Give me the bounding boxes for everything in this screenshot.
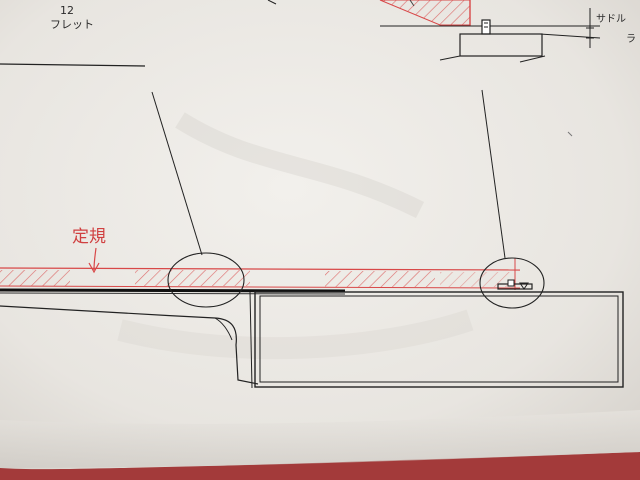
neck-heel-profile <box>0 305 259 385</box>
jougi-arrowhead <box>88 262 100 274</box>
partial-right-label: ラ <box>626 33 636 45</box>
saddle-inset-sketch: サドル ラ <box>267 0 636 63</box>
bridge-saddle-detail <box>497 279 533 290</box>
stray-mark <box>567 131 573 137</box>
fret-number-label: 12 <box>60 4 74 17</box>
stray-mark <box>409 0 415 7</box>
jougi-label: 定規 <box>72 227 106 247</box>
leader-line-right <box>481 89 506 259</box>
guitar-body-outline <box>249 291 624 389</box>
red-ruler-band <box>0 258 521 290</box>
neck-surface-line <box>0 288 346 293</box>
neck-heel-inner <box>214 317 233 341</box>
callout-circle-left <box>167 252 245 308</box>
callout-circle-right <box>479 257 545 309</box>
saddle-label: サドル <box>596 13 626 25</box>
fret-word-label: フレット <box>50 18 94 31</box>
paper-fold-shadow <box>0 410 640 468</box>
paper-wrinkle <box>175 112 425 219</box>
paper-wrinkle <box>117 309 474 360</box>
leader-line-left <box>151 91 203 256</box>
fret-line <box>0 63 146 67</box>
